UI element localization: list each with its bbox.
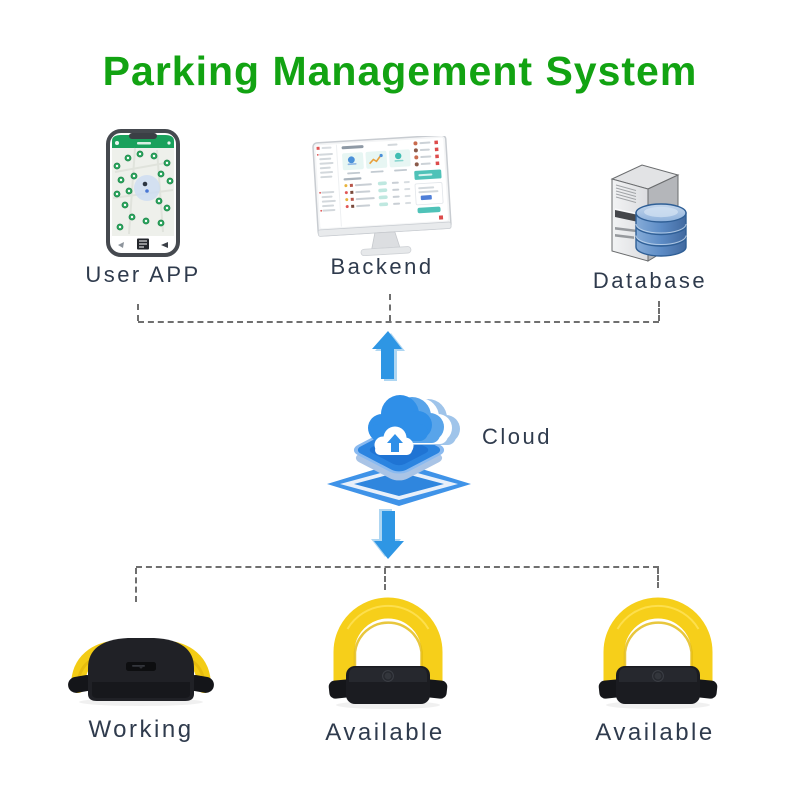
arrow-down-icon xyxy=(371,509,404,559)
parking-lock-up-icon xyxy=(598,597,718,709)
backend-label: Backend xyxy=(330,254,434,279)
connector-bottom-horizontal xyxy=(136,566,659,568)
lock-available-1-label: Available xyxy=(325,719,445,746)
connector-top-center-tick xyxy=(389,294,391,321)
parking-lock-up-icon xyxy=(328,597,448,709)
smartphone-map-icon xyxy=(106,129,180,257)
server-database-icon xyxy=(610,164,687,262)
database-label: Database xyxy=(592,268,708,293)
cloud-upload-icon xyxy=(327,395,471,506)
map-pin-cluster xyxy=(113,150,174,231)
connector-bottom-left-tick xyxy=(135,568,137,602)
cloud-label: Cloud xyxy=(482,424,552,449)
connector-bottom-right-tick xyxy=(657,568,659,588)
connector-top-horizontal xyxy=(138,321,659,323)
connector-bottom-center-tick xyxy=(384,568,386,590)
connector-top-right-tick xyxy=(658,301,660,321)
lock-working-label: Working xyxy=(88,716,194,743)
parking-lock-down-icon xyxy=(68,638,214,706)
user-app-label: User APP xyxy=(85,262,201,287)
arrow-up-icon xyxy=(372,331,405,381)
page-title: Parking Management System xyxy=(102,48,698,94)
desktop-dashboard-icon xyxy=(312,136,452,256)
lock-available-2-label: Available xyxy=(595,719,715,746)
connector-top-left-tick xyxy=(137,304,139,321)
